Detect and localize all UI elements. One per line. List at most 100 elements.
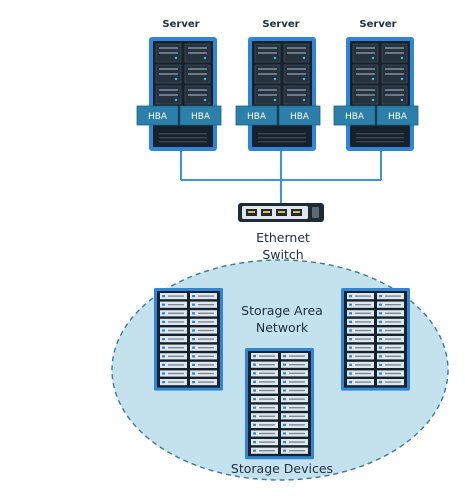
disk-led-icon [379,363,382,366]
status-led-icon [174,98,178,102]
status-led-icon [400,56,404,60]
bay-slot [385,52,404,54]
bay-slot [385,47,404,49]
disk-slot [289,450,305,452]
disk-slot [259,415,275,417]
storage-face [248,351,311,457]
hba-card-right: HBA [179,105,222,126]
disk-led-icon [253,432,256,435]
bay-slot [258,73,277,75]
disk-slot [259,432,275,435]
storage-array-1 [154,288,223,391]
storage-array-2 [341,288,410,391]
status-led-icon [400,98,404,102]
server-vent [159,137,207,139]
disk-slot [198,312,214,314]
disk-led-icon [283,372,286,375]
disk-led-icon [253,355,256,358]
disk-led-icon [379,338,382,341]
disk-slot [355,355,371,357]
disk-slot [385,295,401,297]
disk-slot [385,372,401,375]
hba-card-body [136,105,179,126]
hba-card-left: HBA [136,105,179,126]
status-led-icon [371,56,375,60]
status-led-icon [203,77,207,81]
disk-led-icon [349,312,352,315]
disk-led-icon [349,381,352,384]
server-label-2: Server [262,19,300,30]
disk-slot [289,407,305,409]
disk-led-icon [253,441,256,444]
disk-slot [289,441,305,443]
bay-slot [287,89,306,91]
disk-led-icon [253,406,256,409]
disk-led-icon [162,346,165,349]
disk-slot [168,312,184,314]
disk-slot [198,347,214,349]
disk-led-icon [283,398,286,401]
disk-slot [198,329,214,332]
disk-led-icon [379,295,382,298]
bay-slot [287,94,306,96]
server-label-3: Server [359,19,397,30]
switch-label-line1: Ethernet [256,230,310,245]
server-vent [258,141,306,143]
disk-led-icon [253,415,256,418]
disk-slot [385,381,401,383]
hba-card-body [278,105,321,126]
bay-slot [287,68,306,70]
disk-slot [385,364,401,366]
hba-label: HBA [290,112,310,122]
disk-slot [259,450,275,452]
hba-card-left: HBA [333,105,376,126]
disk-led-icon [192,338,195,341]
bay-slot [258,52,277,54]
bay-slot [159,68,178,70]
disk-led-icon [283,380,286,383]
disk-slot [259,372,275,374]
disk-led-icon [283,432,286,435]
disk-slot [289,355,305,357]
disk-slot [355,329,371,332]
disk-led-icon [349,329,352,332]
status-led-icon [273,56,277,60]
hba-label: HBA [388,112,408,122]
disk-led-icon [349,295,352,298]
status-led-icon [203,98,207,102]
disk-slot [168,355,184,357]
hba-label: HBA [148,112,168,122]
disk-slot [289,372,305,374]
disk-led-icon [162,329,165,332]
server-vent [356,137,404,139]
disk-led-icon [379,372,382,375]
server-vent [159,141,207,143]
bay-slot [159,89,178,91]
disk-led-icon [349,303,352,306]
hba-card-right: HBA [376,105,419,126]
bay-slot [159,94,178,96]
disk-slot [385,347,401,349]
disk-led-icon [349,320,352,323]
disk-slot [289,432,305,435]
bay-slot [258,47,277,49]
server-rack-3: HBA HBA [333,37,419,151]
status-led-icon [302,56,306,60]
disk-led-icon [162,303,165,306]
bay-slot [385,68,404,70]
disk-led-icon [283,406,286,409]
disk-led-icon [192,295,195,298]
disk-led-icon [283,449,286,452]
disk-slot [289,424,305,426]
disk-led-icon [162,338,165,341]
disk-led-icon [349,372,352,375]
hba-card-right: HBA [278,105,321,126]
bay-slot [188,73,207,75]
disk-led-icon [192,329,195,332]
hba-label: HBA [191,112,211,122]
san-label-line1: Storage Area [241,303,323,318]
disk-led-icon [162,320,165,323]
san-label: Storage Area Network [212,302,352,336]
bay-slot [287,47,306,49]
